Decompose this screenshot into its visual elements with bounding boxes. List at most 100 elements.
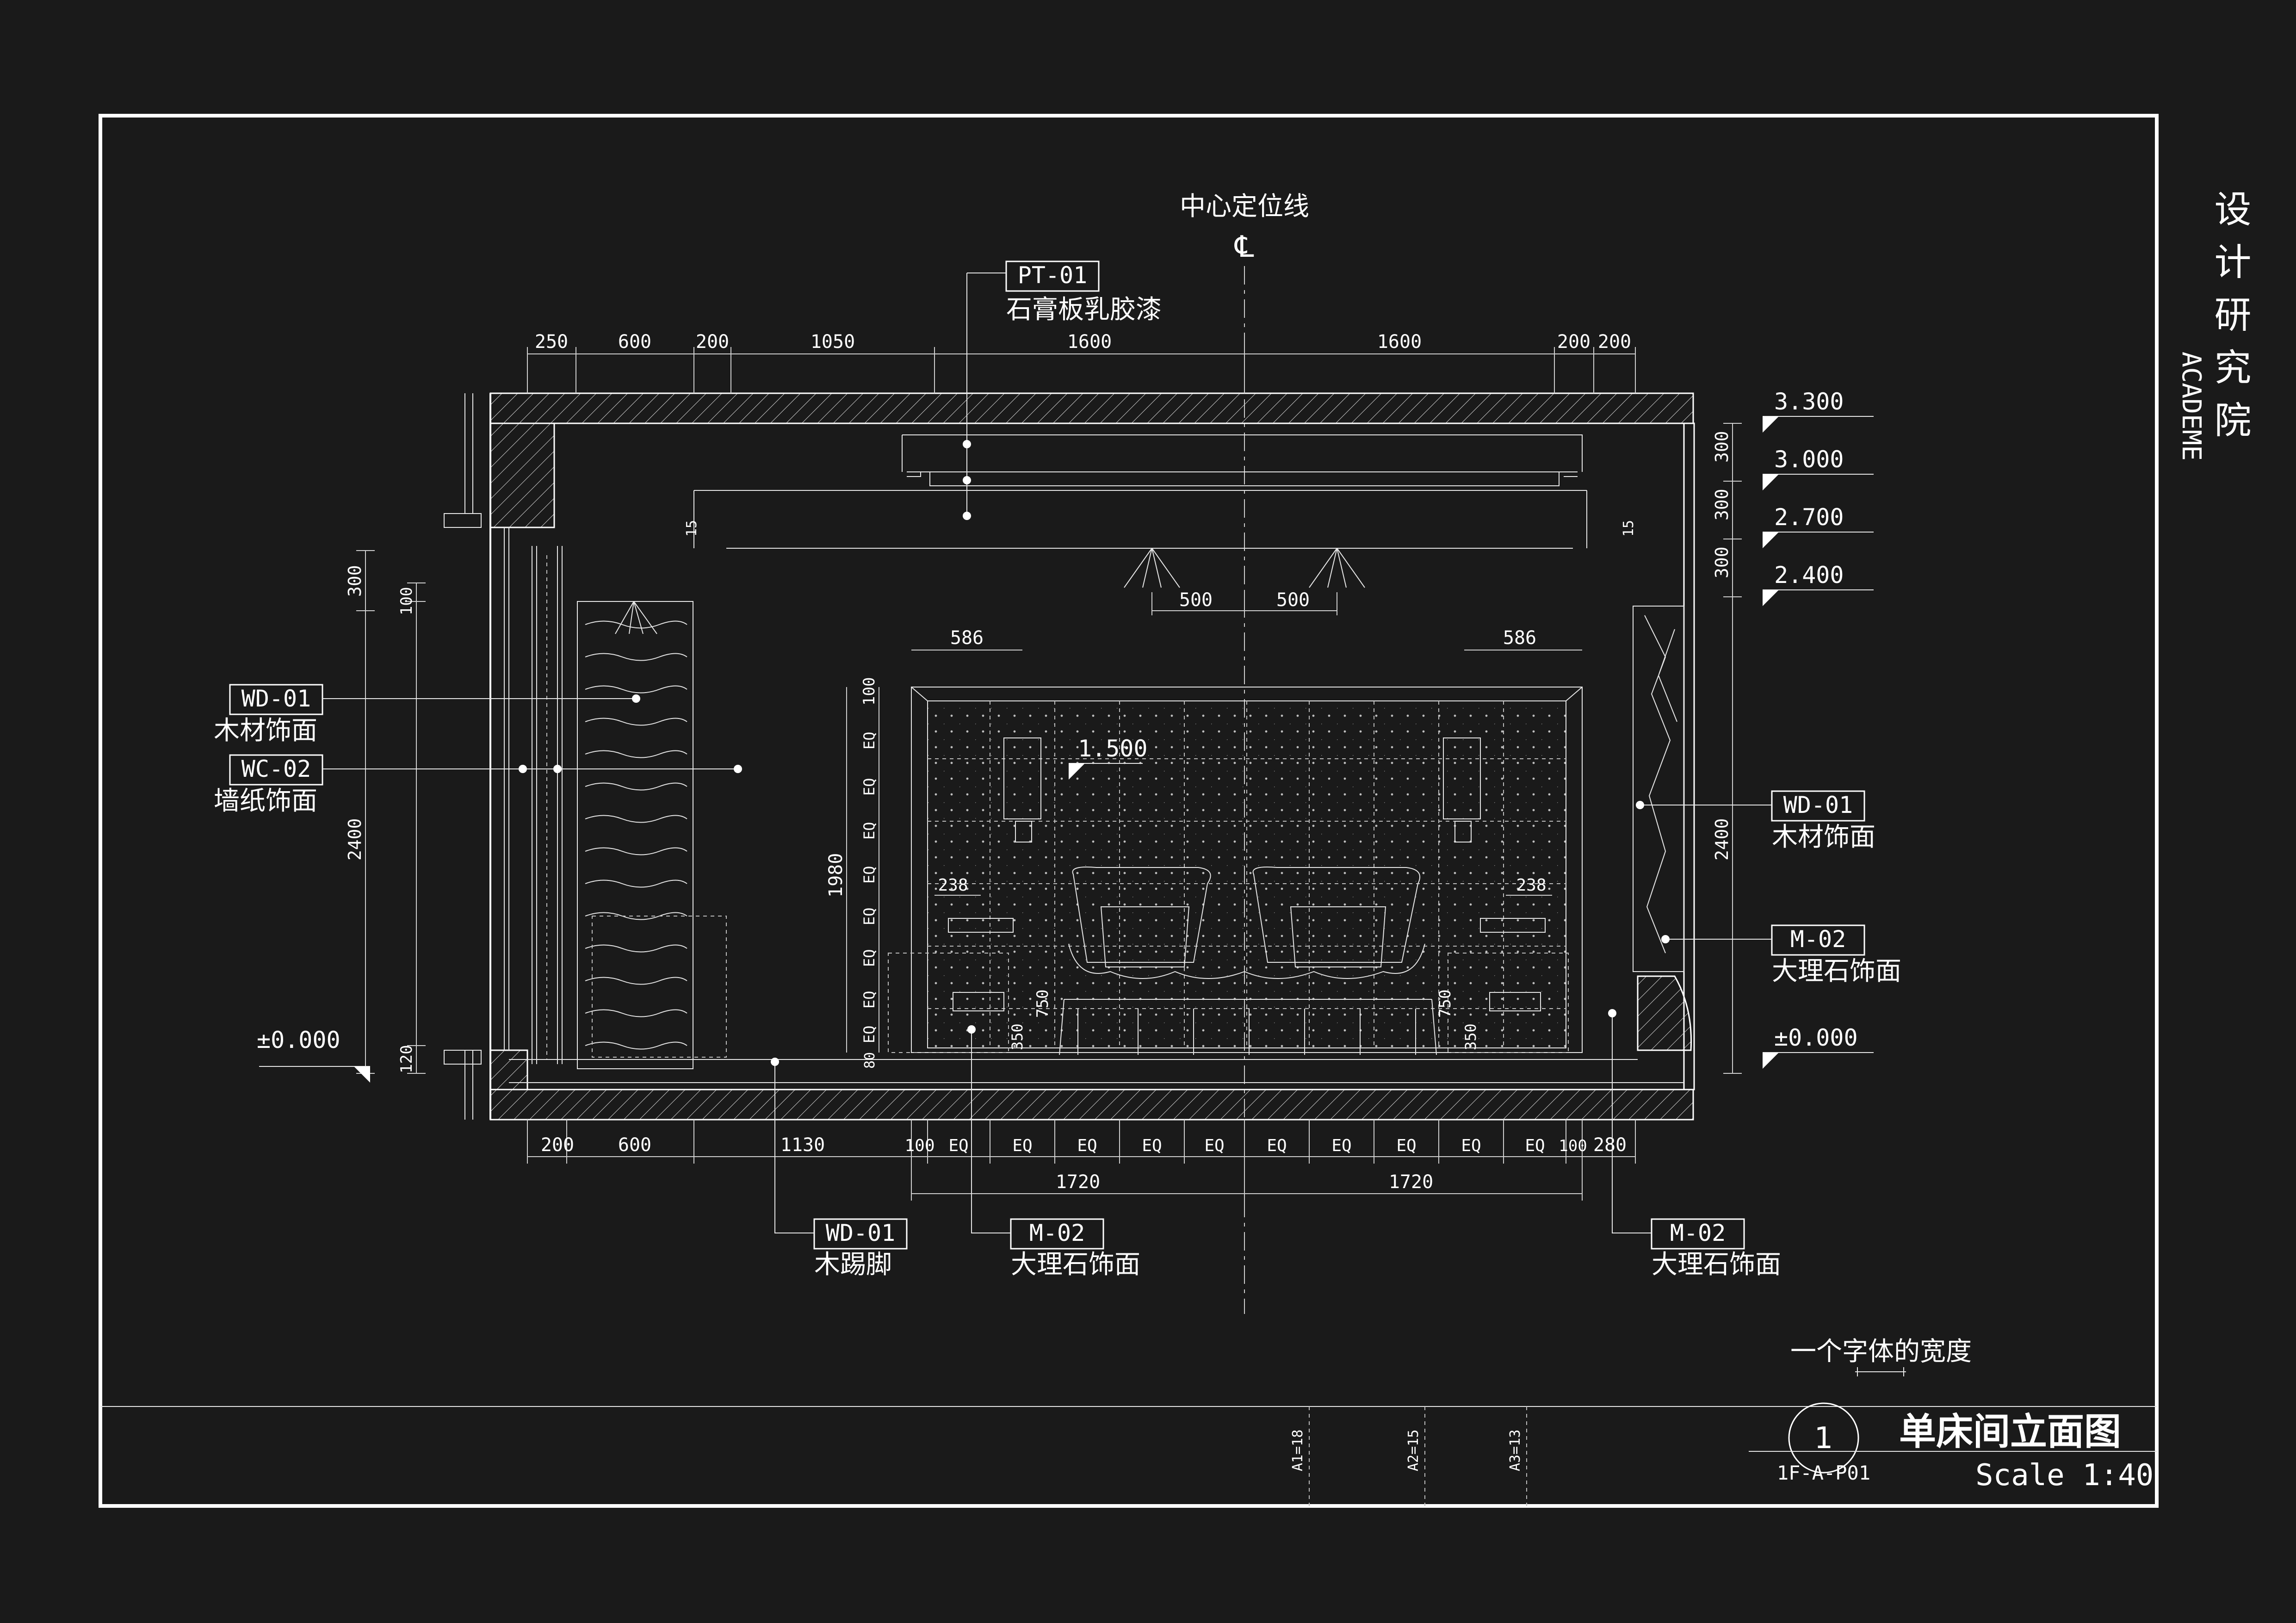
- top-dim-7: 200: [1598, 331, 1631, 353]
- level-3300: 3.300: [1774, 388, 1844, 415]
- floor-slab: [489, 1089, 1694, 1121]
- bottom-dim-12: EQ: [1461, 1136, 1481, 1155]
- bottom-dim-11: EQ: [1396, 1136, 1416, 1155]
- headboard-eq-7: EQ: [860, 1025, 878, 1043]
- headboard-eq-1: EQ: [860, 778, 878, 796]
- tag-pt01-code: PT-01: [1018, 262, 1088, 289]
- level-1500: 1.500: [1078, 735, 1148, 762]
- left-vdim-3: 120: [397, 1045, 416, 1073]
- drawing-scale: Scale 1:40: [1975, 1458, 2154, 1493]
- tag-wd01-left-code: WD-01: [241, 685, 311, 712]
- left-vdim-1: 100: [397, 587, 416, 615]
- bottom-dim-1: 600: [618, 1134, 651, 1156]
- sheet-number: 1: [1814, 1421, 1833, 1456]
- bottom-dim-0: 200: [541, 1134, 574, 1156]
- right-level-dims: 300 300 300 2400 3.300 3.000 2.700 2.400…: [1712, 388, 1874, 1074]
- tag-m02-right: M-02 大理石饰面: [1661, 924, 1901, 986]
- level-2700: 2.700: [1774, 504, 1844, 531]
- top-dim-6: 200: [1557, 331, 1590, 353]
- tag-m02-bottom-right-code: M-02: [1670, 1220, 1726, 1246]
- tag-m02-bottom-code: M-02: [1029, 1220, 1085, 1246]
- headboard-eq-2: EQ: [860, 822, 878, 840]
- right-vdim-3: 2400: [1712, 818, 1732, 861]
- lamp-height-1: 750: [1436, 990, 1454, 1018]
- tag-wd01-left-desc: 木材饰面: [214, 716, 317, 746]
- tag-m02-bottom: M-02 大理石饰面: [967, 1025, 1140, 1280]
- left-panel-wood: [577, 601, 693, 1069]
- right-vdim-1: 300: [1712, 489, 1732, 520]
- center-line-symbol: ℄: [1234, 230, 1254, 264]
- tag-m02-right-code: M-02: [1790, 926, 1846, 953]
- title-block: 设计研究院 ACADEME 1 1F-A-P01 单床间立面图 Scale 1:…: [1290, 190, 2252, 1506]
- text-height-a2: A2=15: [1405, 1430, 1422, 1471]
- level-0-left: ±0.000: [257, 1027, 340, 1053]
- tag-pt01: PT-01 石膏板乳胶漆: [963, 260, 1162, 520]
- bed: [1059, 867, 1437, 1055]
- top-dim-1: 600: [618, 331, 651, 353]
- table-dim-0: 238: [938, 876, 968, 895]
- light-dim-0: 500: [1179, 589, 1213, 611]
- table-height-0: 350: [1009, 1023, 1026, 1050]
- bottom-dim-10: EQ: [1331, 1136, 1351, 1155]
- tag-m02-bottom-right: M-02 大理石饰面: [1608, 1009, 1781, 1280]
- left-wall-block: [489, 422, 555, 528]
- top-dim-5: 1600: [1377, 331, 1422, 353]
- center-line-label: 中心定位线: [1180, 192, 1309, 222]
- right-vdim-0: 300: [1712, 431, 1732, 463]
- downlights: [615, 548, 1365, 634]
- left-vdim-2: 2400: [345, 818, 365, 861]
- tag-wd01-bottom-code: WD-01: [826, 1220, 896, 1246]
- level-3000: 3.000: [1774, 446, 1844, 473]
- bottom-dim-3: 100: [904, 1136, 934, 1155]
- cornice-dim-0: 15: [684, 520, 700, 537]
- bottom-dim-8: EQ: [1204, 1136, 1224, 1155]
- offset-dim-1: 586: [1503, 627, 1536, 649]
- tag-wd01-right-desc: 木材饰面: [1772, 822, 1875, 852]
- text-height-table: A1=18 A2=15 A3=13: [1290, 1406, 1527, 1506]
- tag-wd01-left: WD-01 木材饰面: [214, 684, 640, 746]
- lamp-height-0: 750: [1034, 990, 1052, 1018]
- headboard: [911, 687, 1583, 1053]
- headboard-eq-3: EQ: [860, 866, 878, 884]
- org-name-cn: 设计研究院: [2209, 190, 2252, 453]
- bottom-dim-4: EQ: [948, 1136, 968, 1155]
- tag-wc02-left: WC-02 墙纸饰面: [214, 754, 742, 816]
- bedside-tables: [888, 918, 1569, 1053]
- tag-m02-bottom-right-desc: 大理石饰面: [1652, 1250, 1781, 1280]
- bottom-dimension-chain: 200 600 1130 100 EQ EQ EQ EQ EQ EQ EQ EQ…: [527, 1120, 1636, 1201]
- tag-wd01-right-code: WD-01: [1783, 792, 1853, 818]
- wall-lamps: [1003, 737, 1481, 842]
- level-2400: 2.400: [1774, 562, 1844, 588]
- left-vdim-0: 300: [345, 565, 365, 597]
- level-0-right: ±0.000: [1774, 1024, 1858, 1051]
- sheet-number-circle: [1788, 1402, 1859, 1474]
- bottom-dim-7: EQ: [1142, 1136, 1162, 1155]
- table-dim-1: 238: [1516, 876, 1546, 895]
- top-dim-0: 250: [535, 331, 568, 353]
- top-dim-2: 200: [696, 331, 729, 353]
- org-name-en: ACADEME: [2176, 352, 2206, 461]
- tag-m02-right-desc: 大理石饰面: [1772, 956, 1901, 986]
- light-dim-1: 500: [1276, 589, 1310, 611]
- ceiling-slab: [489, 392, 1694, 424]
- bottom-dim-13: EQ: [1525, 1136, 1545, 1155]
- top-dimension-chain: 250 600 200 1050 1600 1600 200 200: [527, 331, 1636, 393]
- top-dim-4: 1600: [1067, 331, 1112, 353]
- bottom-dim-15: 280: [1593, 1134, 1627, 1156]
- right-vdim-2: 300: [1712, 546, 1732, 578]
- bottom-total-1: 1720: [1389, 1171, 1433, 1193]
- headboard-height: 1980: [825, 853, 847, 898]
- tag-wc02-left-desc: 墙纸饰面: [214, 786, 317, 816]
- tag-wd01-bottom: WD-01 木踢脚: [771, 1058, 908, 1280]
- bottom-total-0: 1720: [1056, 1171, 1100, 1193]
- bottom-dim-9: EQ: [1267, 1136, 1287, 1155]
- tag-pt01-desc: 石膏板乳胶漆: [1006, 295, 1162, 325]
- tag-wd01-right: WD-01 木材饰面: [1636, 790, 1875, 852]
- top-dim-3: 1050: [811, 331, 855, 353]
- inner-dims: 500 500 586 586 1980 100 EQ EQ EQ EQ EQ …: [684, 520, 1637, 1069]
- headboard-eq-6: EQ: [860, 991, 878, 1009]
- drawing-title: 单床间立面图: [1899, 1410, 2121, 1453]
- headboard-eq-0: EQ: [860, 731, 878, 750]
- bottom-dim-5: EQ: [1012, 1136, 1032, 1155]
